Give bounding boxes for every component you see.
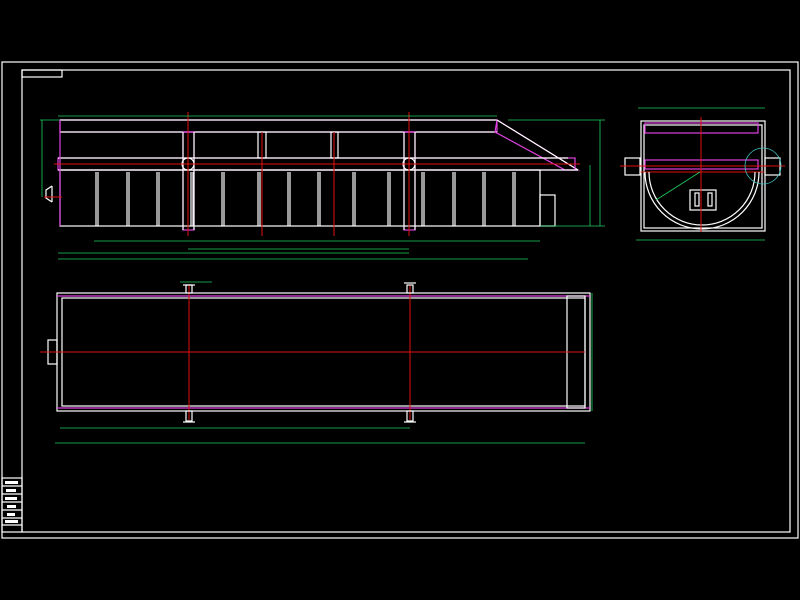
title-block	[1, 477, 23, 533]
side-view	[40, 112, 605, 260]
outer-frame	[1, 61, 799, 539]
drawing-number-box	[21, 69, 63, 78]
inner-frame	[21, 69, 791, 533]
end-view	[620, 107, 785, 241]
plan-view	[40, 281, 593, 444]
slats	[95, 172, 516, 226]
